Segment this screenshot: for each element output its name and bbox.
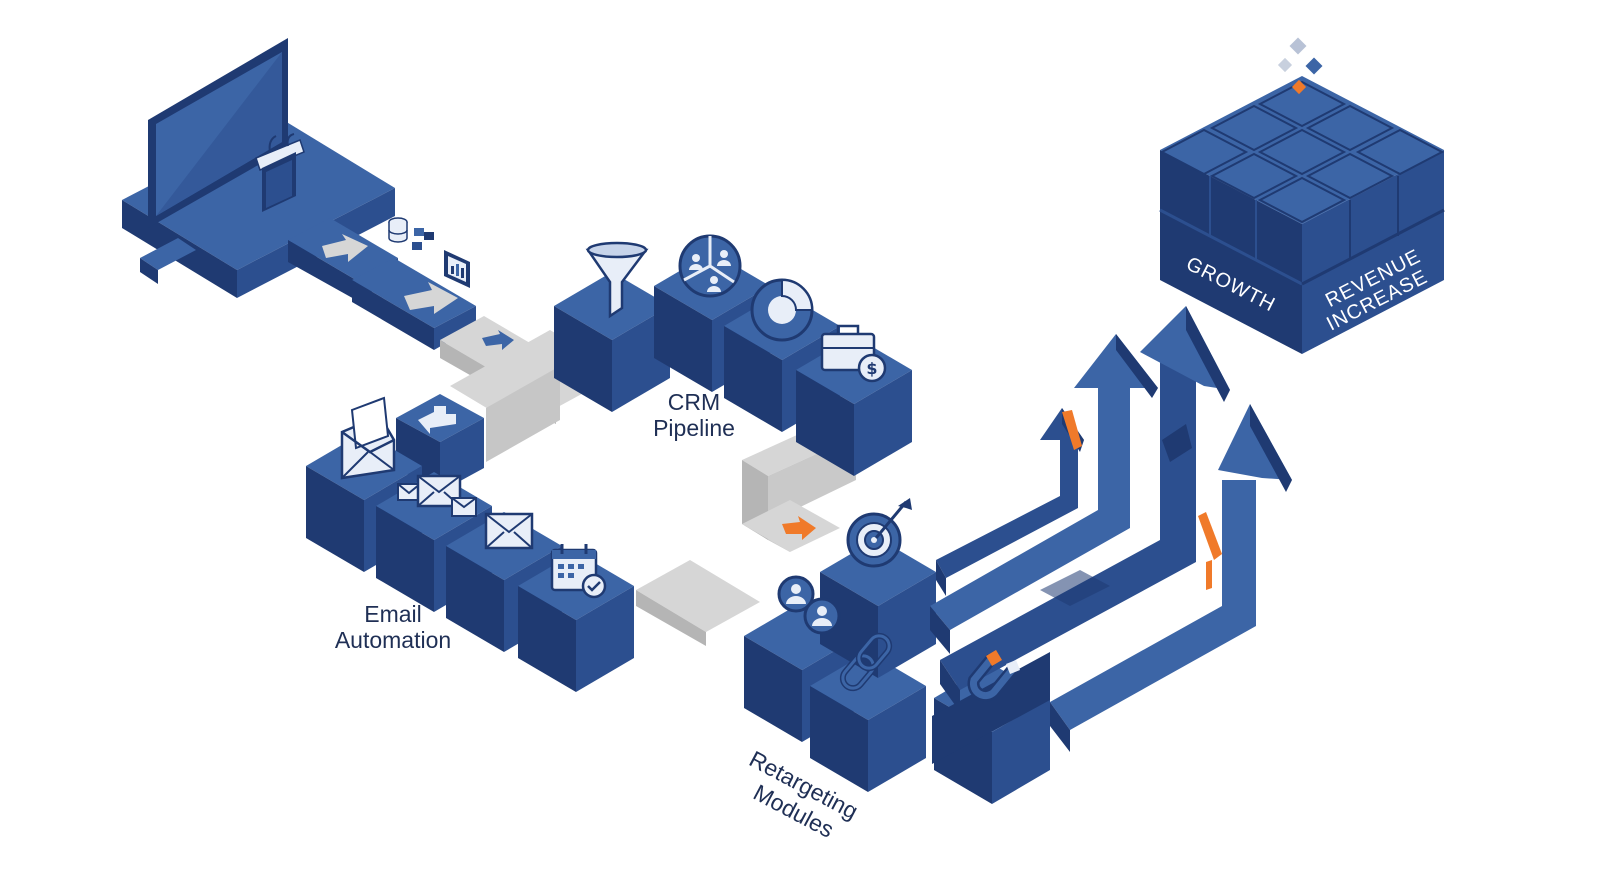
email-label-line1: Email bbox=[364, 601, 422, 627]
crm-label-line1: CRM bbox=[668, 389, 720, 415]
chain-link-icon bbox=[839, 632, 893, 692]
envelope-icon bbox=[484, 512, 534, 550]
open-envelope-icon bbox=[340, 396, 396, 480]
database-icon bbox=[388, 217, 434, 250]
bar-chart-icon bbox=[444, 250, 470, 288]
growth-block bbox=[1159, 76, 1445, 354]
calendar-check-icon bbox=[550, 544, 607, 599]
envelopes-icon bbox=[397, 474, 477, 517]
svg-text:$: $ bbox=[866, 359, 877, 378]
crm-label-line2: Pipeline bbox=[653, 415, 735, 441]
briefcase-dollar-icon: $ bbox=[820, 324, 887, 383]
podium-icon bbox=[255, 133, 305, 212]
donut-chart-icon bbox=[750, 278, 814, 342]
funnel-icon bbox=[585, 241, 649, 319]
growth-arrows bbox=[930, 306, 1292, 764]
email-label-line2: Automation bbox=[335, 627, 451, 653]
segmented-users-icon bbox=[678, 234, 742, 298]
target-icon bbox=[846, 498, 912, 568]
user-pair-icon bbox=[777, 575, 841, 635]
magnet-icon bbox=[967, 650, 1020, 702]
arrow-left-icon bbox=[418, 406, 456, 434]
conveyor-entry bbox=[288, 218, 476, 350]
